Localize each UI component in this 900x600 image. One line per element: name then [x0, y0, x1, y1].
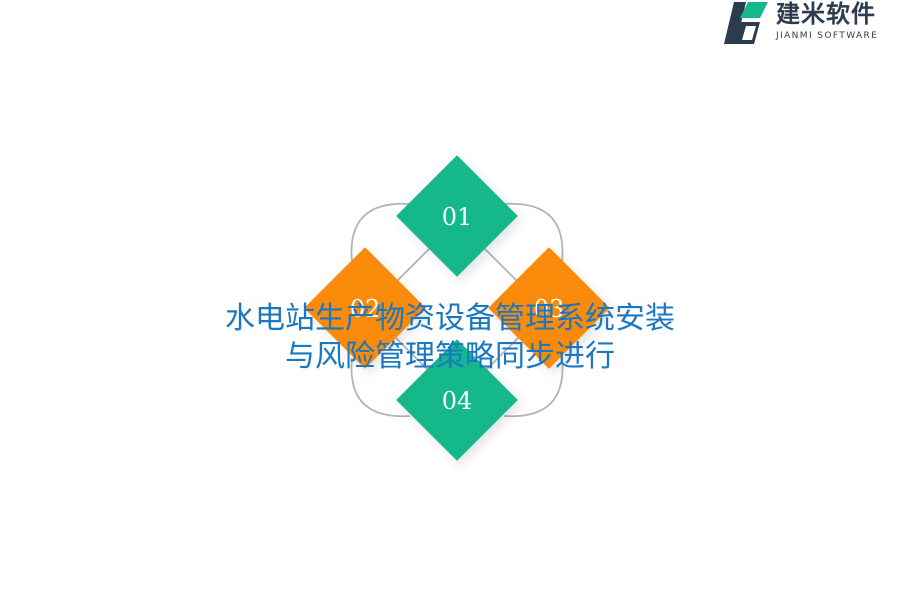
brand-logo: 建米软件 JIANMI SOFTWARE: [720, 0, 900, 48]
title-line-2: 与风险管理策略同步进行: [285, 339, 615, 374]
step-04-label: 04: [441, 387, 473, 415]
page-title: 水电站生产物资设备管理系统安装 与风险管理策略同步进行: [150, 300, 750, 376]
step-02-label: 02: [349, 295, 381, 323]
step-01-label: 01: [441, 203, 473, 231]
connector-petal-bottom-right: [503, 357, 564, 418]
connector-petal-top-right: [503, 202, 564, 263]
title-line-1: 水电站生产物资设备管理系统安装: [225, 301, 675, 336]
jianmi-logo-icon: [724, 2, 768, 44]
brand-name-en: JIANMI SOFTWARE: [776, 31, 879, 41]
connector-petal-top-left: [350, 202, 411, 263]
brand-name-cn: 建米软件: [776, 0, 876, 28]
connector-petal-bottom-left: [350, 357, 411, 418]
step-03-label: 03: [533, 295, 565, 323]
